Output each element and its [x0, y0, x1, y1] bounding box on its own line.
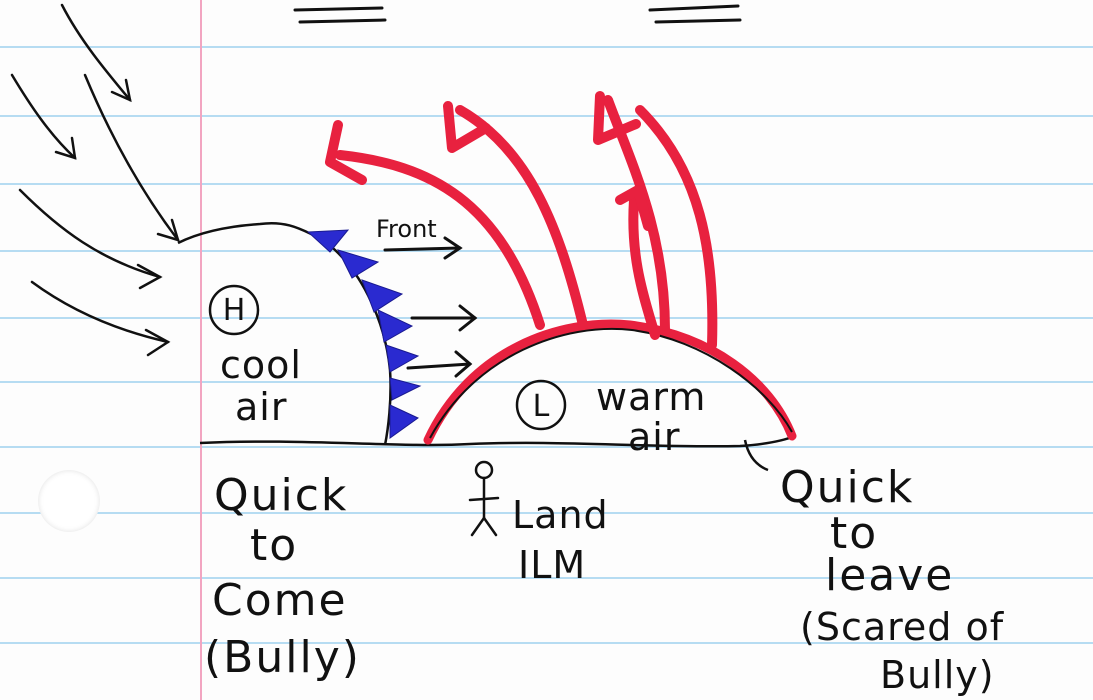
left-caption: Quick to Come (Bully) [204, 470, 361, 683]
circled-H-icon: H [208, 284, 260, 336]
high-pressure-label: H [223, 293, 246, 328]
center-caption: Land ILM [512, 493, 609, 587]
front-label: Front [376, 215, 437, 243]
svg-text:to: to [830, 508, 878, 559]
svg-text:Quick: Quick [780, 462, 914, 513]
svg-text:Quick: Quick [214, 470, 348, 521]
svg-text:to: to [250, 520, 298, 571]
front-arrows-icon [383, 236, 478, 378]
binder-hole [38, 470, 100, 532]
cool-air-label-line1: cool [220, 343, 302, 387]
rising-warm-air-arrows-icon [325, 91, 718, 350]
svg-text:Come: Come [212, 575, 348, 626]
cold-front-triangles-icon [306, 229, 422, 439]
warm-air-label-line2: air [628, 415, 680, 459]
cool-air-label-line2: air [235, 385, 287, 429]
svg-text:ILM: ILM [518, 543, 586, 587]
svg-text:leave: leave [825, 550, 954, 601]
circled-L-icon: L [515, 379, 567, 431]
warm-air-mass [423, 319, 797, 445]
svg-text:Land: Land [512, 493, 609, 537]
wind-arrows-icon [10, 3, 180, 357]
svg-text:(Scared of: (Scared of [800, 605, 1005, 649]
svg-text:(Bully): (Bully) [204, 632, 361, 683]
header-marks [293, 4, 742, 24]
stick-figure-icon [468, 460, 500, 537]
ground-line [199, 434, 796, 448]
low-pressure-label: L [533, 389, 550, 424]
right-caption: Quick to leave (Scared of Bully) [780, 462, 1005, 697]
svg-text:Bully): Bully) [880, 653, 995, 697]
warm-air-label-line1: warm [596, 375, 706, 419]
